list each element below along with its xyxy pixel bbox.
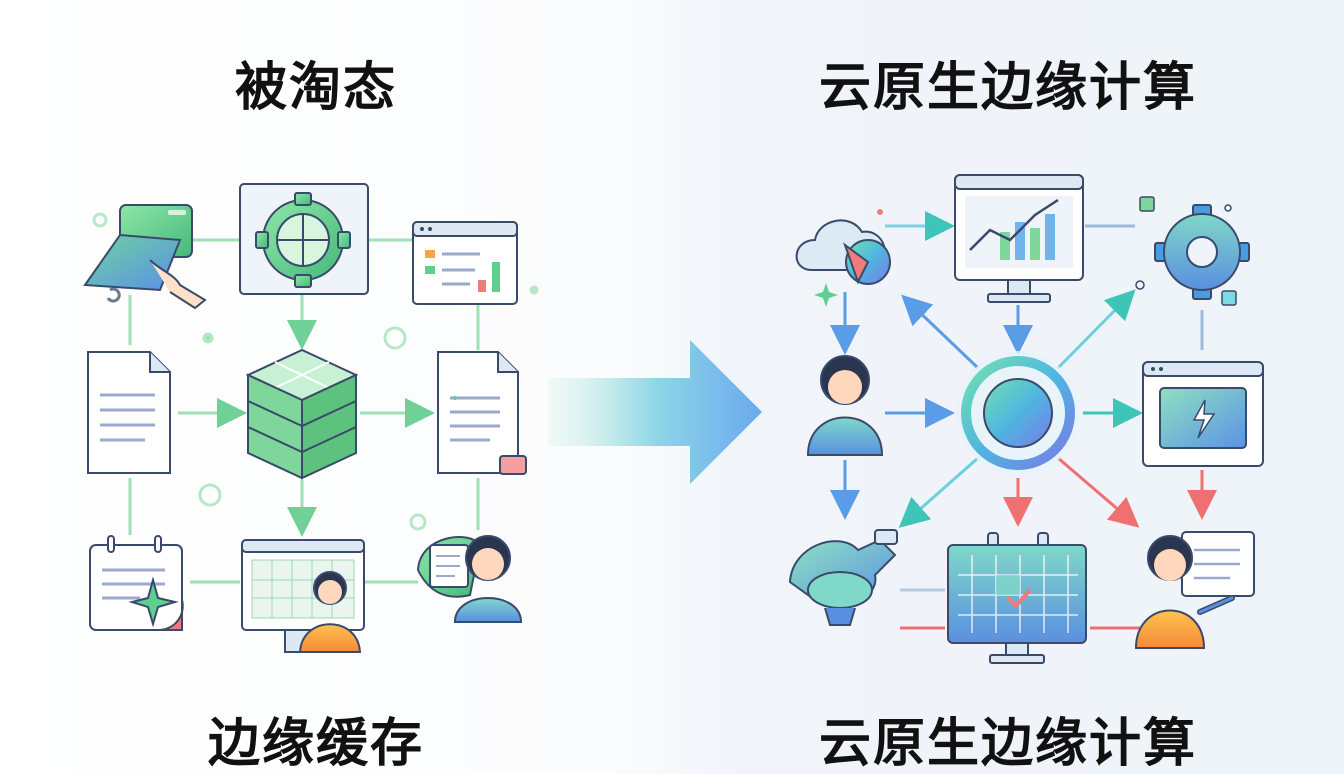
tablet-hand-icon [83, 204, 207, 310]
cloud-icon [795, 219, 891, 285]
browser-chart-icon [412, 221, 518, 305]
transition-arrow [548, 340, 762, 484]
gear-icon [1154, 204, 1250, 300]
user-document-icon [416, 535, 523, 623]
right-diagram [788, 174, 1264, 664]
analytics-monitor-icon [954, 174, 1084, 303]
left-decor [92, 212, 539, 531]
user-icon [806, 355, 884, 456]
left-connectors [128, 238, 480, 584]
edge-hub-orb [956, 351, 1080, 475]
document-right-icon [437, 351, 527, 475]
right-title: 云原生边缘计算 [818, 58, 1197, 118]
right-connectors [830, 211, 1217, 630]
left-diagram [83, 183, 539, 653]
calendar-icon [89, 535, 184, 632]
left-title: 被淘态 [234, 58, 397, 118]
schedule-board-icon [947, 532, 1087, 664]
browser-window-icon [1142, 361, 1264, 467]
monitor-user-icon [241, 539, 365, 653]
gear-box-icon [239, 183, 369, 295]
document-left-icon [87, 351, 171, 474]
cache-cube-icon [245, 348, 359, 480]
presenter-icon [1134, 531, 1255, 649]
diagram-canvas [83, 174, 1264, 664]
right-decor [814, 196, 1237, 307]
device-icon [788, 529, 898, 626]
